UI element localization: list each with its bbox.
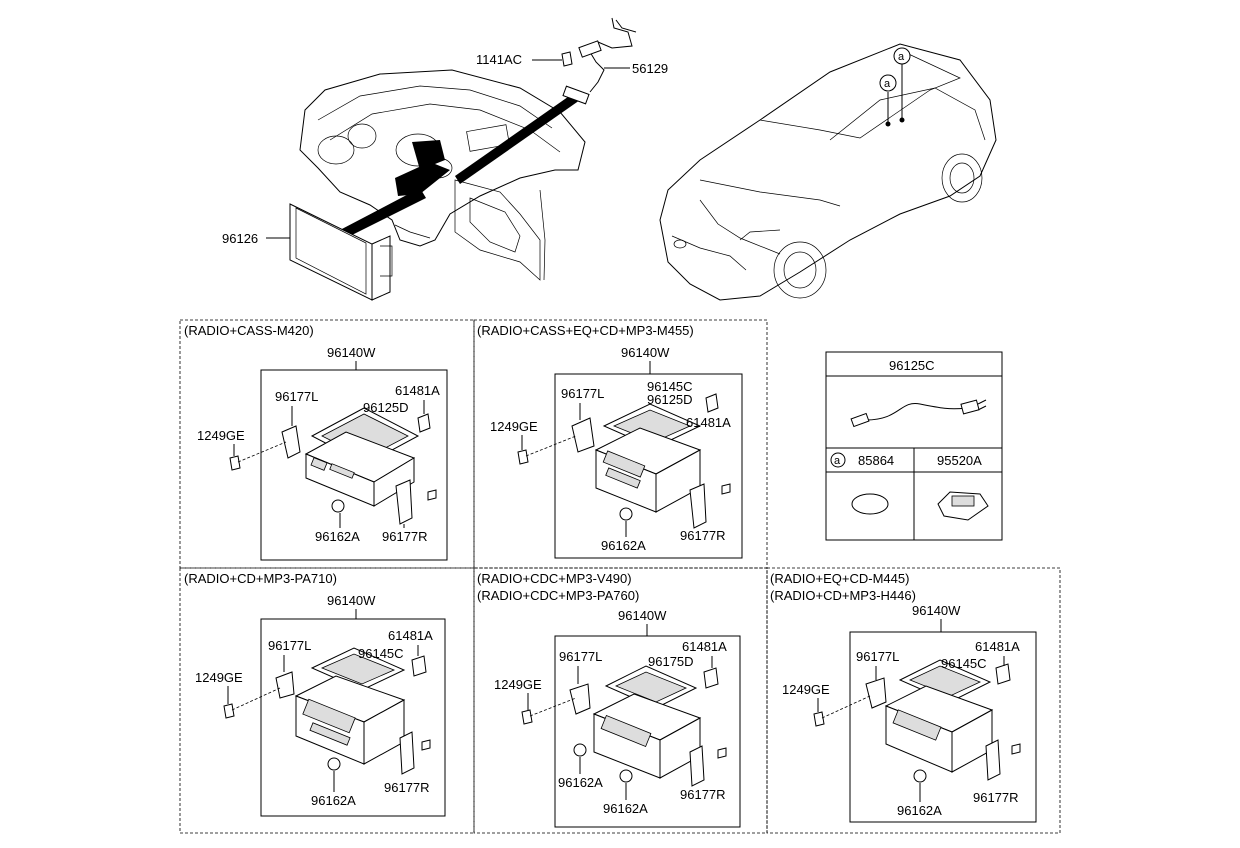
panel-4-knob-2: 96162A — [603, 801, 648, 816]
panel-4-title-1: (RADIO+CDC+MP3-V490) — [477, 571, 632, 586]
panel-5-screw: 1249GE — [782, 682, 830, 697]
panel-4: (RADIO+CDC+MP3-V490) (RADIO+CDC+MP3-PA76… — [477, 571, 741, 828]
panel-3-radio-unit — [223, 647, 431, 775]
panel-1-screw: 1249GE — [197, 428, 245, 443]
panel-2-pin: 61481A — [686, 415, 731, 430]
panel-frame-5 — [766, 567, 1061, 834]
panel-1-assy: 96140W — [327, 345, 376, 360]
panel-3-knob: 96162A — [311, 793, 356, 808]
panel-4-assy: 96140W — [618, 608, 667, 623]
cable-table-callout: a — [834, 455, 841, 467]
panel-3-assy: 96140W — [327, 593, 376, 608]
cable-table — [825, 351, 1003, 541]
label-56129: 56129 — [632, 61, 668, 76]
panel-3-box — [260, 618, 446, 817]
panel-frame-4 — [473, 567, 768, 834]
cable-table-header: 96125C — [889, 358, 935, 373]
cable-table-cell-left: 85864 — [858, 453, 894, 468]
panel-3-pin: 61481A — [388, 628, 433, 643]
panel-1-bracket-r: 96177R — [382, 529, 428, 544]
panel-1-board: 96125D — [363, 400, 409, 415]
panel-2-board: 96125D — [647, 392, 693, 407]
panel-5: (RADIO+EQ+CD-M445) (RADIO+CD+MP3-H446) 9… — [770, 571, 1037, 823]
car-drawing — [659, 43, 997, 301]
label-96126: 96126 — [222, 231, 258, 246]
panel-5-box — [849, 631, 1037, 823]
panel-4-bracket-l: 96177L — [559, 649, 602, 664]
antenna-cable-part — [532, 17, 637, 105]
panel-3-bracket-r: 96177R — [384, 780, 430, 795]
panel-1-box — [260, 369, 448, 561]
panel-2-screw: 1249GE — [490, 419, 538, 434]
panel-3-screw: 1249GE — [195, 670, 243, 685]
panel-1-title: (RADIO+CASS-M420) — [184, 323, 314, 338]
label-1141AC: 1141AC — [476, 52, 522, 67]
panel-5-board: 96145C — [941, 656, 987, 671]
panel-5-radio-unit — [813, 659, 1021, 783]
cable-table-cell-right: 95520A — [937, 453, 982, 468]
panel-5-knob: 96162A — [897, 803, 942, 818]
panel-2-assy: 96140W — [621, 345, 670, 360]
panel-4-knob: 96162A — [558, 775, 603, 790]
panel-2-bracket-l: 96177L — [561, 386, 604, 401]
panel-4-pin: 61481A — [682, 639, 727, 654]
panel-1: (RADIO+CASS-M420) 96140W 96177L 96125D 6… — [184, 323, 448, 561]
panel-1-pin: 61481A — [395, 383, 440, 398]
panel-5-title-1: (RADIO+EQ+CD-M445) — [770, 571, 909, 586]
dashboard-drawing — [299, 69, 586, 281]
panel-4-screw: 1249GE — [494, 677, 542, 692]
panel-2-box — [554, 373, 743, 559]
panel-1-bracket-l: 96177L — [275, 389, 318, 404]
panel-2-bracket-r: 96177R — [680, 528, 726, 543]
panel-3: (RADIO+CD+MP3-PA710) 96140W 96177L 96145… — [184, 571, 446, 817]
panel-frame-3 — [179, 567, 475, 834]
panel-2-radio-unit — [517, 393, 731, 529]
panel-4-radio-unit — [521, 665, 727, 787]
panel-5-bracket-l: 96177L — [856, 649, 899, 664]
panel-3-board: 96145C — [358, 646, 404, 661]
panel-2-knob: 96162A — [601, 538, 646, 553]
panel-1-radio-unit — [229, 407, 437, 525]
panel-2-title: (RADIO+CASS+EQ+CD+MP3-M455) — [477, 323, 694, 338]
car-callout-a2: a — [898, 51, 905, 63]
panel-5-title-2: (RADIO+CD+MP3-H446) — [770, 588, 916, 603]
car-callout-a1: a — [884, 78, 891, 90]
panel-2: (RADIO+CASS+EQ+CD+MP3-M455) 96140W 96177… — [477, 323, 743, 559]
panel-4-board: 96175D — [648, 654, 694, 669]
panel-3-bracket-l: 96177L — [268, 638, 311, 653]
panel-4-bracket-r: 96177R — [680, 787, 726, 802]
panel-2-board-top: 96145C — [647, 379, 693, 394]
panel-4-title-2: (RADIO+CDC+MP3-PA760) — [477, 588, 639, 603]
panel-1-knob: 96162A — [315, 529, 360, 544]
panel-5-pin: 61481A — [975, 639, 1020, 654]
panel-4-box — [554, 635, 741, 828]
panel-3-title: (RADIO+CD+MP3-PA710) — [184, 571, 337, 586]
panel-5-bracket-r: 96177R — [973, 790, 1019, 805]
panel-5-assy: 96140W — [912, 603, 961, 618]
bezel-part — [266, 203, 393, 301]
